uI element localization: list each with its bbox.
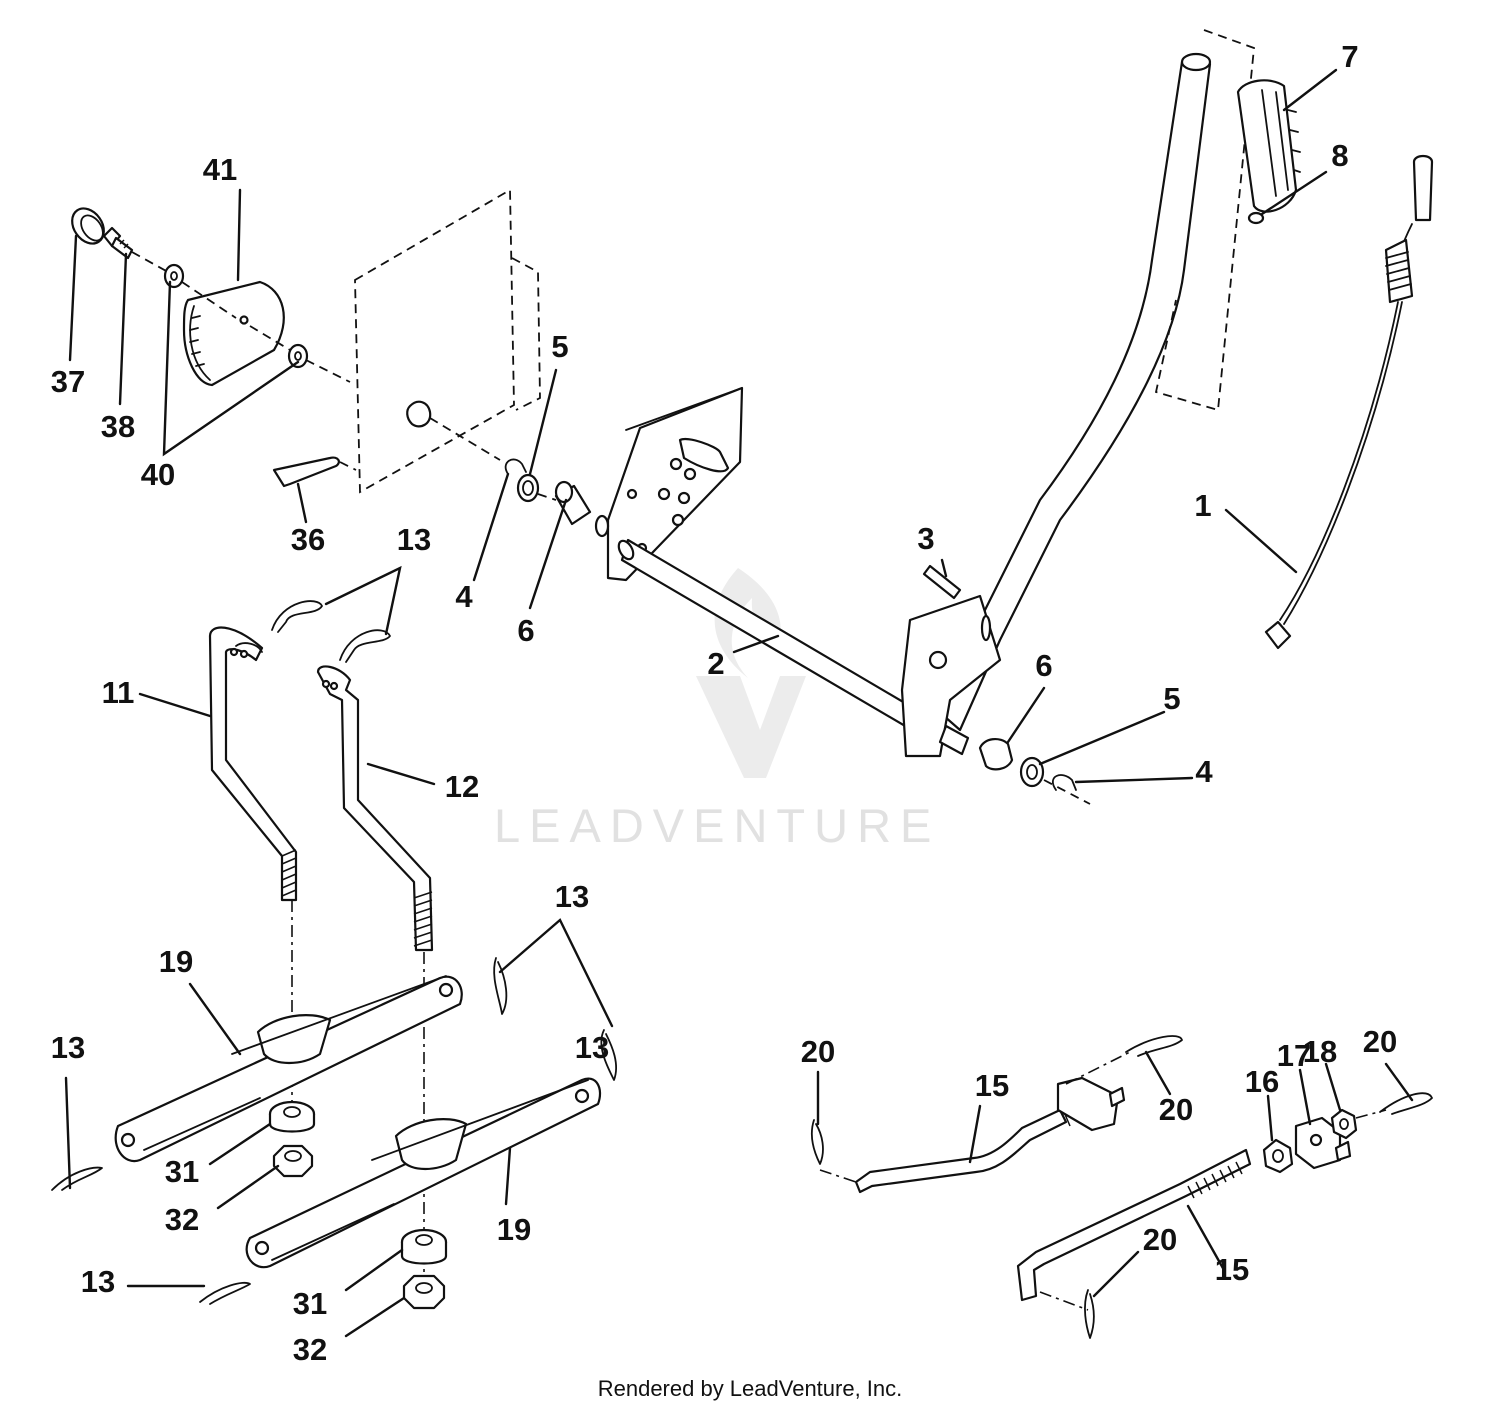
callout-38: 38 <box>101 409 135 444</box>
hairpin-clip-13-b <box>339 629 391 663</box>
callout-4-right: 4 <box>1195 754 1213 789</box>
callout-36: 36 <box>291 522 325 557</box>
pivot-plate <box>606 386 744 582</box>
callout-2: 2 <box>707 646 724 681</box>
spacer-31-upper <box>268 1100 316 1133</box>
nut-16 <box>1262 1138 1294 1174</box>
callout-19-upper: 19 <box>159 944 193 979</box>
nut-32-upper <box>272 1144 314 1178</box>
callout-15-lower: 15 <box>1215 1252 1249 1287</box>
shaft-end-right <box>938 724 970 756</box>
nut-18 <box>1330 1108 1358 1140</box>
hairpin-clip-20-b <box>1125 1035 1183 1057</box>
bracket-axis-line <box>429 417 501 461</box>
lift-lever <box>900 29 1255 758</box>
lift-link-11 <box>208 626 298 902</box>
callout-20-left: 20 <box>801 1034 835 1069</box>
adjuster-rod-15-lower <box>1016 1148 1252 1302</box>
plug-8 <box>1247 211 1265 225</box>
callout-20-right: 20 <box>1363 1024 1397 1059</box>
callout-8: 8 <box>1331 138 1348 173</box>
callout-labels: 1 2 3 4 4 5 5 6 6 7 8 11 12 13 13 13 13 … <box>51 39 1397 1367</box>
cap-37 <box>71 207 105 245</box>
callout-6-right: 6 <box>1035 648 1052 683</box>
callout-31-lower: 31 <box>293 1286 327 1321</box>
hairpin-clip-13-c <box>493 957 508 1015</box>
callout-32-upper: 32 <box>165 1202 199 1237</box>
lift-cable-1 <box>1264 154 1434 650</box>
grip-7 <box>1236 79 1301 213</box>
shaft-axis-right <box>1043 779 1091 805</box>
watermark: LEADVENTURE <box>494 568 940 852</box>
footer-credit: Rendered by LeadVenture, Inc. <box>598 1376 903 1401</box>
callout-13-middle: 13 <box>555 879 589 914</box>
hairpin-clip-13-e <box>51 1166 103 1191</box>
lift-link-12 <box>316 665 434 952</box>
washer-5-right <box>1019 756 1045 788</box>
hairpin-clip-13-f <box>199 1281 251 1305</box>
lift-bar-19-upper <box>114 975 463 1163</box>
callout-37: 37 <box>51 364 85 399</box>
callout-20-middle: 20 <box>1159 1092 1193 1127</box>
hairpin-clip-20-d <box>1084 1289 1095 1339</box>
spacer-31-lower <box>400 1228 448 1265</box>
leader-lines <box>64 68 1414 1338</box>
mounting-bracket-outline <box>354 188 541 494</box>
washer-40-lower <box>287 343 309 369</box>
callout-41: 41 <box>203 152 237 187</box>
callout-13-top: 13 <box>397 522 431 557</box>
screw-38 <box>102 226 134 260</box>
callout-13-bottom: 13 <box>81 1264 115 1299</box>
callout-20-bottom: 20 <box>1143 1222 1177 1257</box>
retaining-ring-4-right <box>1051 774 1077 791</box>
hairpin-clip-13-d <box>600 1029 618 1081</box>
callout-7: 7 <box>1341 39 1358 74</box>
retaining-ring-4-left <box>504 458 527 475</box>
shaft-axis-left <box>537 493 557 501</box>
hairpin-clip-13-a <box>271 600 323 633</box>
callout-1: 1 <box>1194 488 1211 523</box>
callout-13-left: 13 <box>51 1030 85 1065</box>
washer-5-left <box>516 473 540 503</box>
callout-32-lower: 32 <box>293 1332 327 1367</box>
callout-11: 11 <box>102 675 135 710</box>
callout-31-upper: 31 <box>165 1154 199 1189</box>
watermark-text: LEADVENTURE <box>494 799 940 852</box>
adjuster-rod-15-upper <box>854 1076 1126 1194</box>
lift-bar-19-lower <box>245 1077 602 1269</box>
roll-pin-3 <box>922 564 962 600</box>
rod-center-lines <box>819 1051 1387 1311</box>
leadventure-logo-icon <box>696 568 806 778</box>
callout-40: 40 <box>141 457 175 492</box>
callout-4-left: 4 <box>455 579 473 614</box>
callout-19-lower: 19 <box>497 1212 531 1247</box>
nut-32-lower <box>402 1274 446 1310</box>
callout-18: 18 <box>1303 1034 1337 1069</box>
callout-12: 12 <box>445 769 479 804</box>
callout-15-upper: 15 <box>975 1068 1009 1103</box>
knob-axis-line <box>131 251 351 383</box>
bushing-6-right <box>978 738 1014 771</box>
callout-16: 16 <box>1245 1064 1279 1099</box>
callout-6-left: 6 <box>517 613 534 648</box>
callout-5-left: 5 <box>551 329 568 364</box>
bushing-6-left <box>554 480 592 526</box>
hairpin-clip-20-c <box>1379 1092 1433 1115</box>
shaft-end-left <box>594 514 610 538</box>
lift-shaft-2 <box>617 538 920 732</box>
callout-13-right: 13 <box>575 1030 609 1065</box>
callout-5-right: 5 <box>1163 681 1180 716</box>
callout-3: 3 <box>917 521 934 556</box>
clip-36 <box>272 456 357 488</box>
callout-17: 17 <box>1277 1038 1311 1073</box>
swivel-block-17 <box>1294 1116 1352 1170</box>
washer-40-upper <box>163 263 185 289</box>
lift-knob-41 <box>182 280 285 387</box>
hairpin-clip-20-a <box>810 1119 824 1165</box>
